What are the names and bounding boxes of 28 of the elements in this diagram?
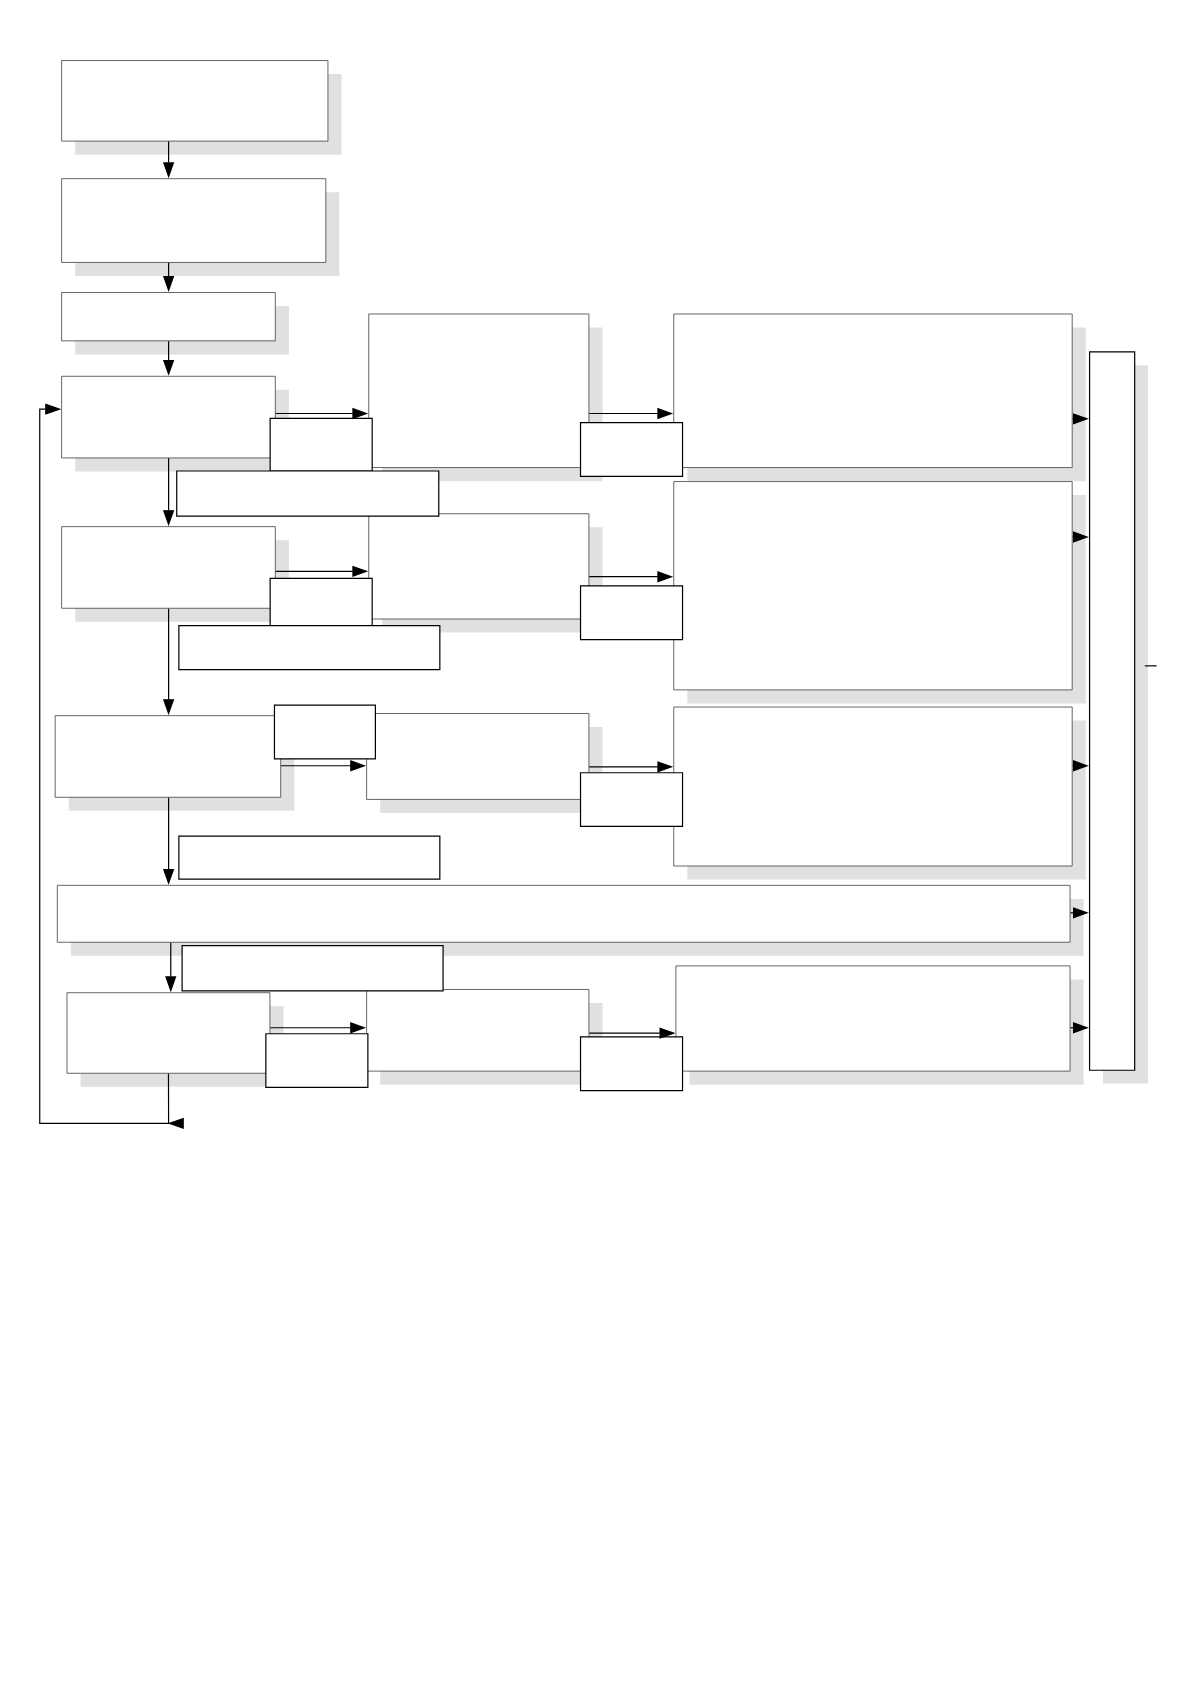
label-box (265, 1033, 369, 1089)
process-box (368, 513, 603, 633)
process-box (66, 992, 284, 1087)
label-box (579, 585, 684, 641)
label-box (181, 945, 444, 992)
process-box (61, 375, 289, 472)
label-box (579, 422, 684, 477)
label-box (269, 417, 373, 472)
process-box (366, 989, 603, 1085)
process-box (673, 313, 1086, 482)
arrow (39, 403, 184, 1130)
label-box (579, 1036, 684, 1092)
process-box (366, 713, 603, 813)
label-box (273, 704, 376, 760)
label-box (178, 835, 441, 880)
process-box (54, 715, 295, 811)
label-box (579, 772, 684, 828)
process-box (61, 292, 289, 355)
process-box (61, 526, 289, 622)
process-box (61, 60, 342, 155)
process-box (368, 313, 603, 482)
bar (1089, 351, 1149, 1084)
process-box (56, 884, 1084, 956)
label-box (269, 577, 373, 628)
process-box (673, 706, 1086, 880)
process-box (61, 178, 340, 276)
process-box (675, 965, 1084, 1085)
process-box (673, 481, 1086, 704)
